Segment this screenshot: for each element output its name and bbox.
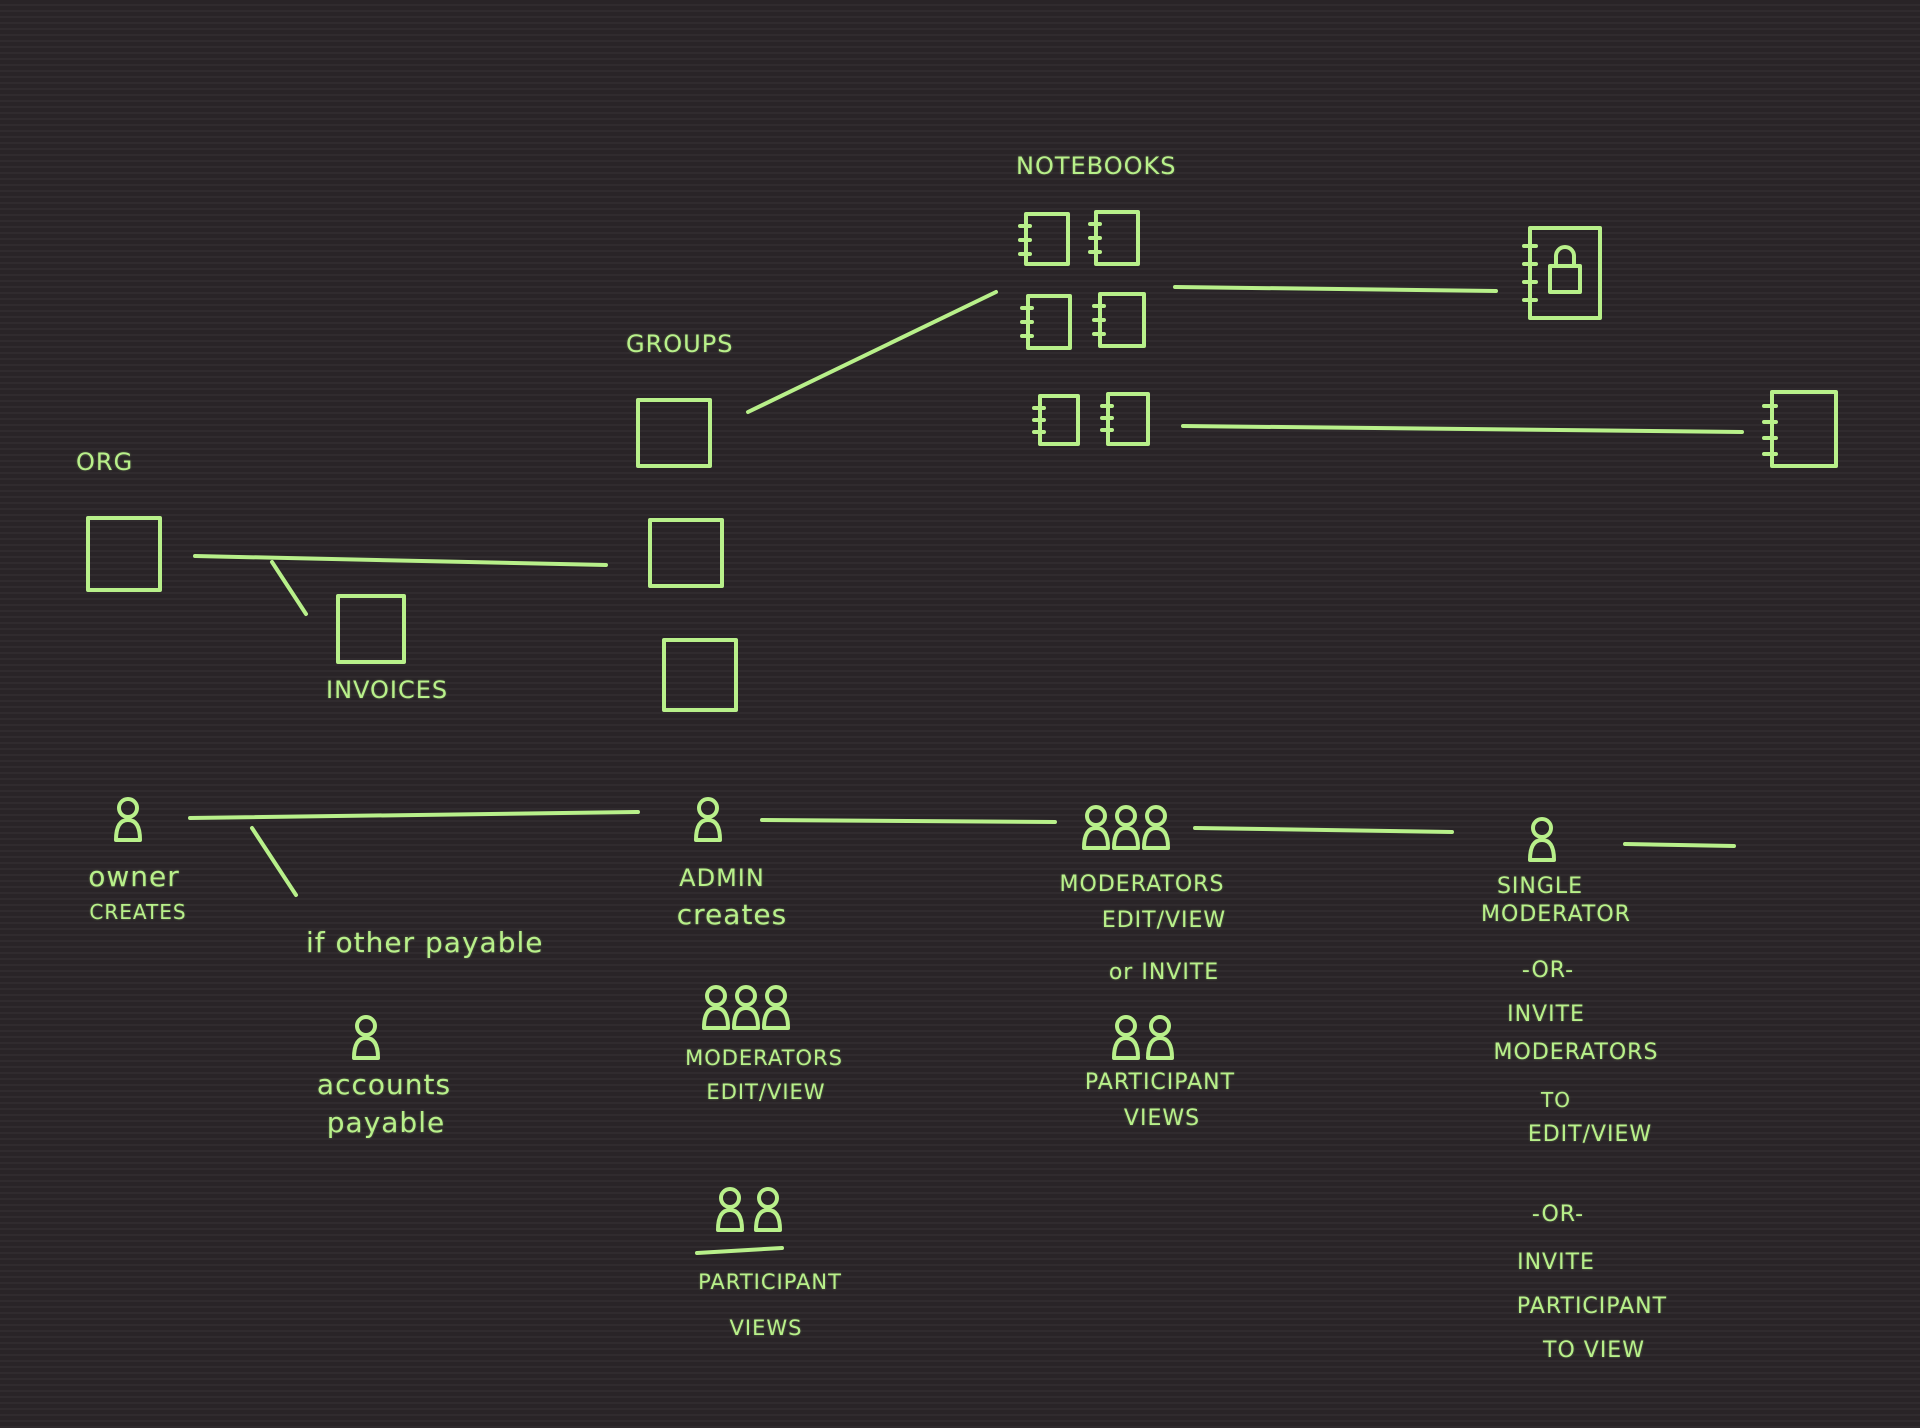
or-invite-label: or INVITE <box>1108 960 1220 985</box>
org-to-groups-line <box>193 554 608 567</box>
single-trailing-line <box>1623 842 1736 848</box>
notebook-to-locked-line <box>1173 285 1498 293</box>
notebooks-header: NOTEBOOKS <box>1016 152 1177 180</box>
single-invite-label: INVITE <box>1507 1002 1585 1027</box>
if-other-payable-label: if other payable <box>306 926 544 959</box>
person-group-icon <box>716 1187 782 1232</box>
single-editview-label: EDIT/VIEW <box>1527 1122 1653 1147</box>
admin-label: ADMIN <box>679 864 765 892</box>
moderators-to-single-line <box>1193 826 1454 834</box>
notebook-icon <box>1100 392 1150 446</box>
locked-notebook-icon <box>1522 226 1602 320</box>
participant-views-label: VIEWS <box>1123 1106 1201 1131</box>
org-box-icon <box>86 516 162 592</box>
person-group-icon <box>1082 805 1170 850</box>
group-box-icon <box>648 518 724 588</box>
person-group-icon <box>1112 1015 1174 1060</box>
admin-to-moderators-line <box>760 818 1057 824</box>
invoice-box-icon <box>336 594 406 664</box>
groups-header: GROUPS <box>626 330 734 358</box>
payable-label: payable <box>326 1106 446 1139</box>
notebook-to-single-line <box>1181 424 1744 434</box>
notebook-icon <box>1032 394 1080 446</box>
moderators-editview-label: EDIT/VIEW <box>1101 908 1227 933</box>
single-to-view-label: TO VIEW <box>1543 1338 1645 1363</box>
invoices-label: INVOICES <box>326 676 449 704</box>
notebook-icon <box>1020 294 1072 350</box>
single-or-2-label: -OR- <box>1531 1202 1585 1227</box>
org-header: ORG <box>76 448 134 476</box>
notebook-icon <box>1018 212 1070 266</box>
admin-participant-label: PARTICIPANT <box>698 1270 842 1294</box>
person-icon <box>114 797 142 842</box>
group-box-icon <box>636 398 712 468</box>
person-icon <box>1528 817 1556 862</box>
single-invite-2-label: INVITE <box>1517 1250 1595 1275</box>
accounts-label: accounts <box>316 1068 452 1101</box>
moderators-label: MODERATORS <box>1059 872 1225 897</box>
person-group-icon <box>702 985 790 1030</box>
group-box-icon <box>662 638 738 712</box>
org-to-invoices-line <box>270 560 308 616</box>
person-icon <box>694 797 722 842</box>
admin-moderators-editview-label: EDIT/VIEW <box>706 1080 826 1104</box>
person-icon <box>352 1015 380 1060</box>
participant-underline <box>695 1246 784 1255</box>
admin-participant-views-label: VIEWS <box>729 1316 803 1340</box>
owner-to-admin-line <box>188 810 640 820</box>
notebook-icon <box>1762 390 1838 468</box>
owner-label: owner <box>88 860 180 893</box>
single-label: SINGLE <box>1496 874 1584 899</box>
single-moderator-label: MODERATOR <box>1481 902 1631 927</box>
single-or-1-label: -OR- <box>1521 958 1575 983</box>
owner-to-ifother-line <box>250 826 298 897</box>
notebook-icon <box>1088 210 1140 266</box>
participant-label: PARTICIPANT <box>1084 1070 1236 1095</box>
admin-moderators-label: MODERATORS <box>685 1046 843 1070</box>
notebook-icon <box>1092 292 1146 348</box>
owner-creates-label: CREATES <box>89 900 187 924</box>
admin-creates-label: creates <box>676 898 788 931</box>
single-participant-label: PARTICIPANT <box>1516 1294 1668 1319</box>
group-to-notebooks-line <box>746 290 998 414</box>
single-moderators-label: MODERATORS <box>1493 1040 1659 1065</box>
single-to-label: TO <box>1541 1088 1571 1112</box>
